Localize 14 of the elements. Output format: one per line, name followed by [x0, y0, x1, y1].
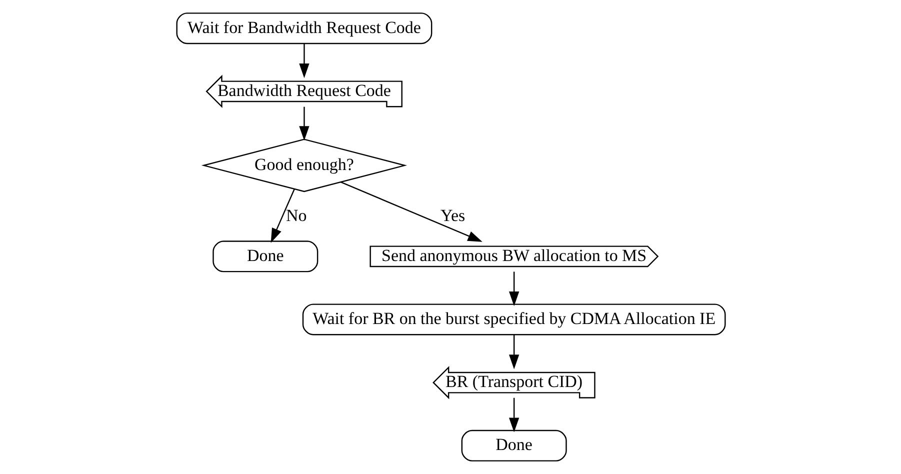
arrow [508, 398, 519, 432]
arrow [298, 106, 309, 141]
node-box: Wait for Bandwidth Request Code [176, 12, 432, 44]
arrow [508, 272, 519, 306]
arrow [270, 188, 294, 243]
edge-label: Yes [440, 206, 465, 225]
edge-label: No [285, 206, 306, 225]
node-box: Done [212, 240, 318, 272]
node-box: Done [460, 430, 566, 462]
node-diamond: Good enough? [200, 138, 407, 192]
arrow [298, 44, 309, 78]
arrow [508, 334, 519, 370]
node-box: Wait for BR on the burst specified by CDMA Allocation IE [302, 304, 726, 336]
arrow [340, 182, 482, 242]
